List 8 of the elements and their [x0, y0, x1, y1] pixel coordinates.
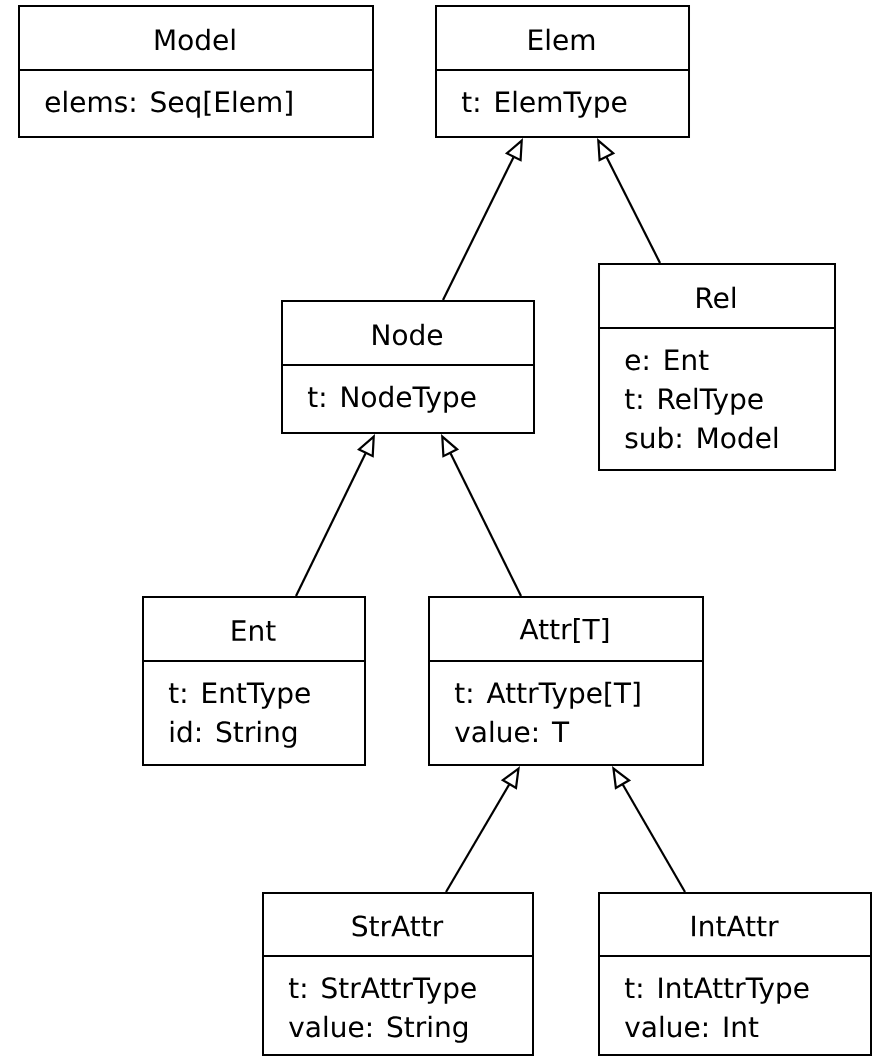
class-box: Model elems: Seq[Elem] [17, 5, 374, 138]
class-box: StrAttr t: StrAttrType value: String [261, 892, 534, 1056]
class-box: Attr[T] t: AttrType[T] value: T [427, 596, 704, 766]
class-box: Node t: NodeType [280, 300, 535, 434]
class-box: Ent t: EntType id: String [141, 596, 366, 766]
class-box: IntAttr t: IntAttrType value: Int [597, 892, 872, 1056]
class-box: Rel e: Ent t: RelType sub: Model [597, 263, 836, 471]
class-box: Elem t: ElemType [434, 5, 690, 138]
